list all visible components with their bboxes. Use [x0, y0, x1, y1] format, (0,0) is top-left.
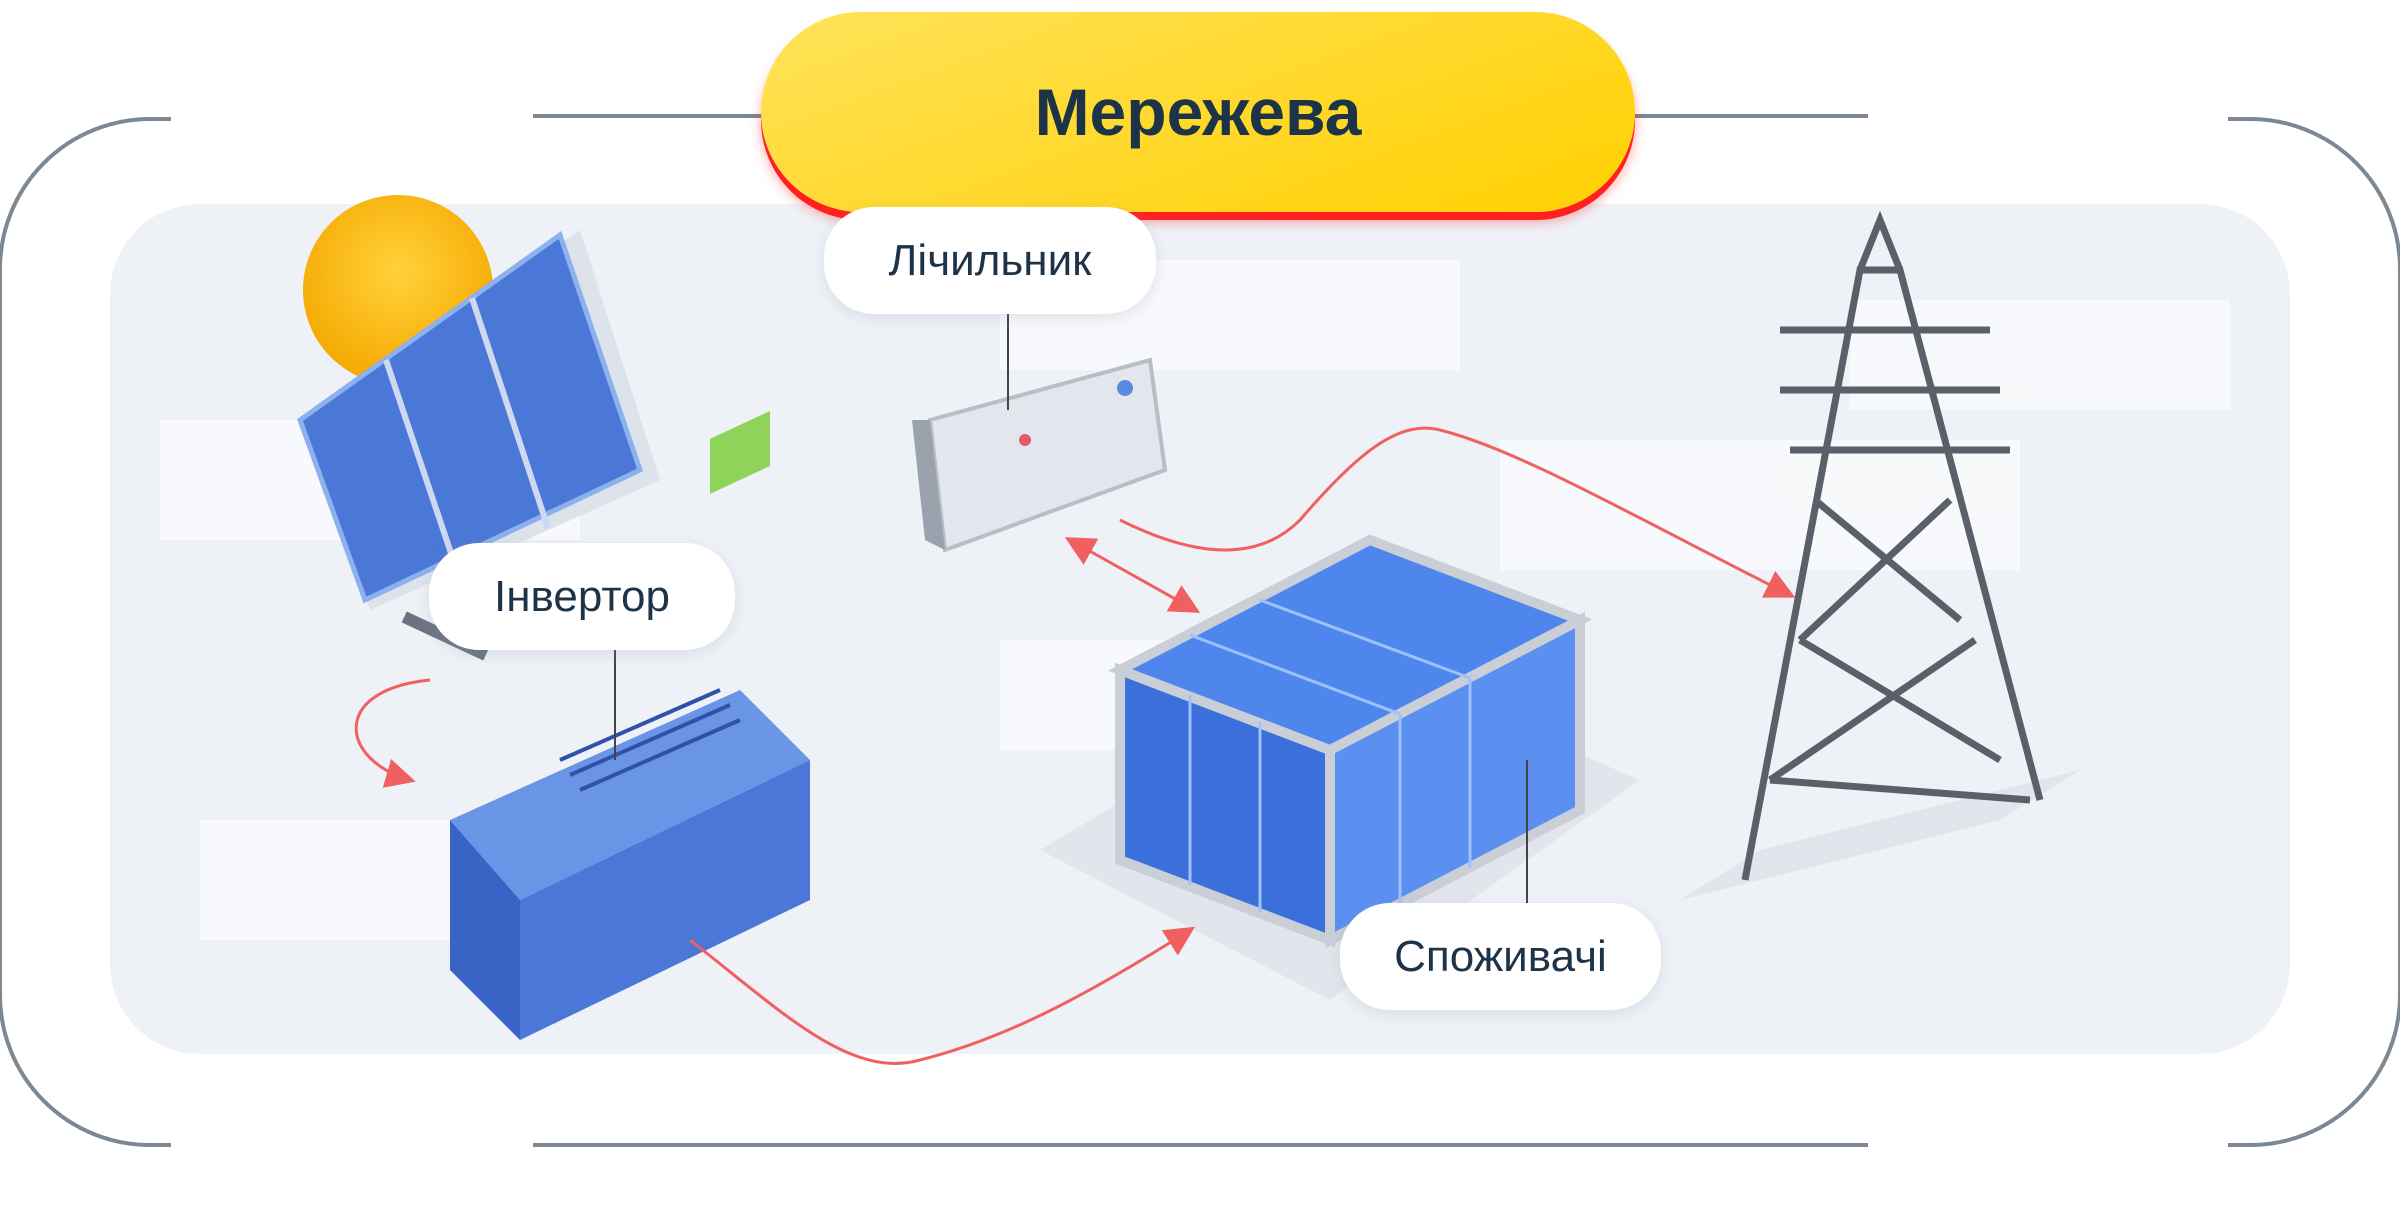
title-text: Мережева	[1034, 75, 1362, 149]
title-badge: Мережева	[761, 12, 1635, 212]
energy-flow-lines	[354, 426, 1796, 1065]
solar-panel-icon	[297, 230, 660, 661]
inverter-icon	[450, 410, 810, 1040]
inverter-label: Інвертор	[429, 543, 735, 650]
building-icon	[1040, 534, 1640, 1000]
meter-label: Лічильник	[824, 207, 1156, 314]
frame	[0, 114, 2400, 1147]
power-tower-icon	[1680, 210, 2080, 900]
consumers-label: Споживачі	[1340, 903, 1661, 1010]
